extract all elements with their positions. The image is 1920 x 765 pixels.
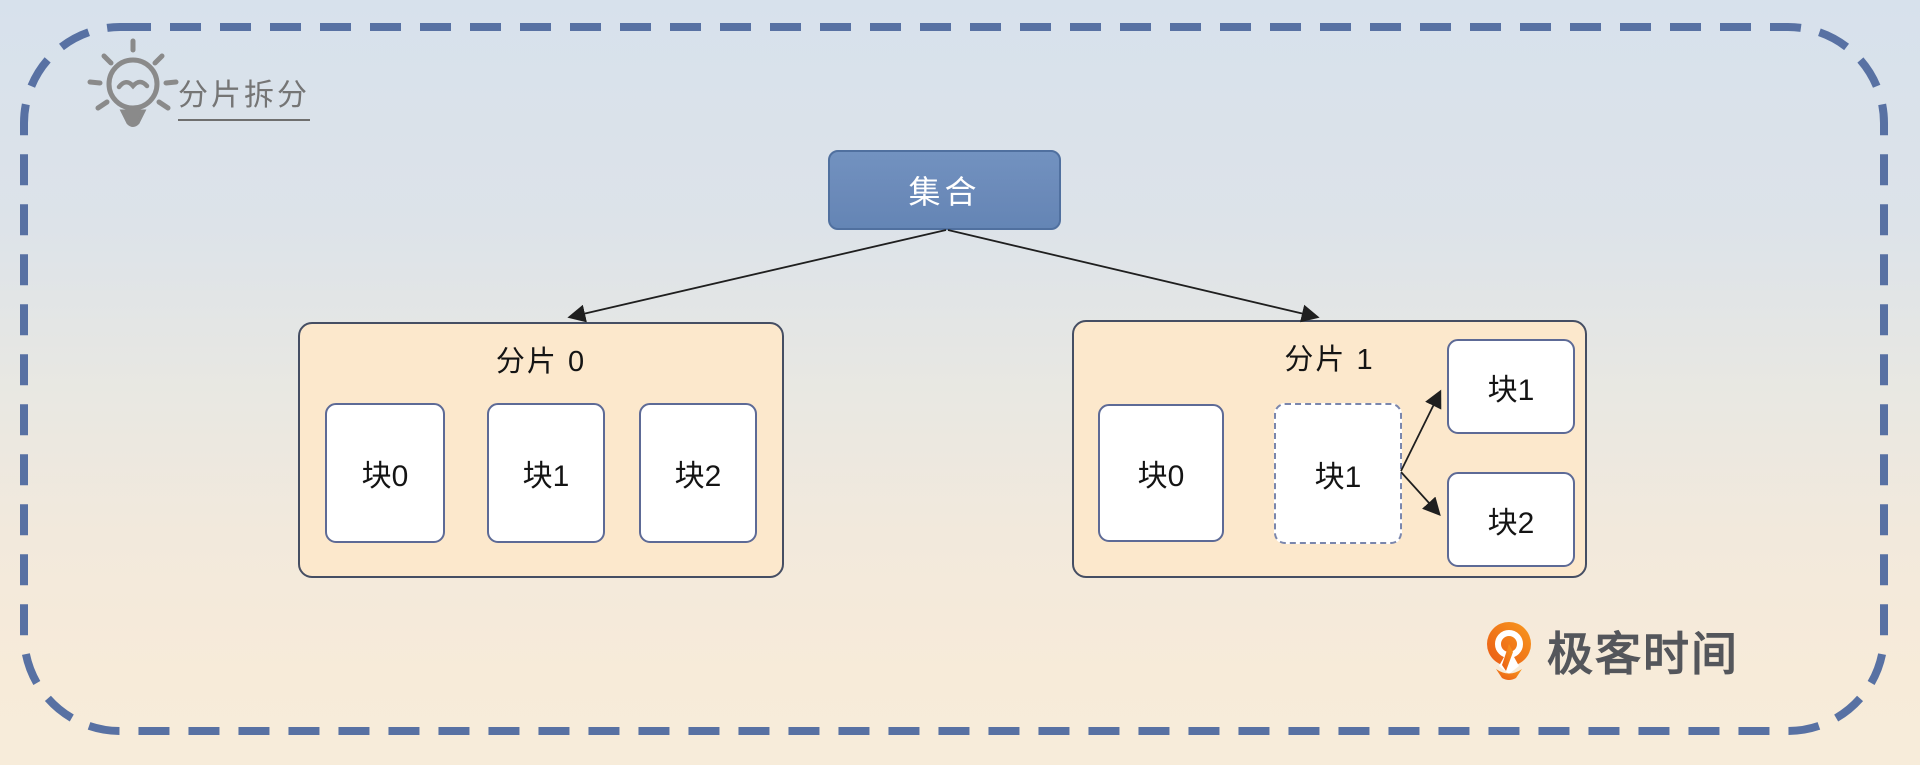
header-title: 分片拆分 xyxy=(178,70,310,121)
chunk-label: 块0 xyxy=(1137,460,1185,493)
shard-0-container: 分片 0 块0 块1 块2 xyxy=(298,322,784,578)
chunk-label: 块2 xyxy=(1487,506,1535,540)
chunk-label: 块2 xyxy=(674,460,722,493)
collection-node: 集合 xyxy=(828,150,1061,230)
shard-0-chunk-2: 块2 xyxy=(639,403,757,543)
chunk-label: 块1 xyxy=(522,460,570,493)
shard-0-chunk-1: 块1 xyxy=(487,403,605,543)
arrow-collection-to-shard0 xyxy=(567,229,947,323)
shard-1-split-chunk-2: 块2 xyxy=(1447,472,1575,567)
shard-1-chunk-1-splitting: 块1 xyxy=(1274,403,1402,544)
arrow-collection-to-shard1 xyxy=(947,229,1320,323)
collection-label: 集合 xyxy=(908,174,981,210)
shard-0-chunk-0: 块0 xyxy=(325,403,445,543)
lightbulb-icon xyxy=(87,38,179,127)
chunk-label: 块1 xyxy=(1314,460,1362,494)
collection-to-shard-arrows xyxy=(567,229,1320,323)
geektime-logo-text: 极客时间 xyxy=(1547,628,1739,680)
geektime-logo-icon xyxy=(1487,622,1531,680)
chunk-label: 块0 xyxy=(361,460,409,493)
geektime-brand: 极客时间 xyxy=(1486,622,1739,686)
shard-1-container: 分片 1 块0 块1 块1 块2 xyxy=(1072,320,1587,578)
chunk-label: 块1 xyxy=(1487,373,1535,407)
shard-1-chunk-0: 块0 xyxy=(1098,404,1224,542)
shard-1-split-chunk-1: 块1 xyxy=(1447,339,1575,434)
shard-0-title: 分片 0 xyxy=(495,346,587,378)
